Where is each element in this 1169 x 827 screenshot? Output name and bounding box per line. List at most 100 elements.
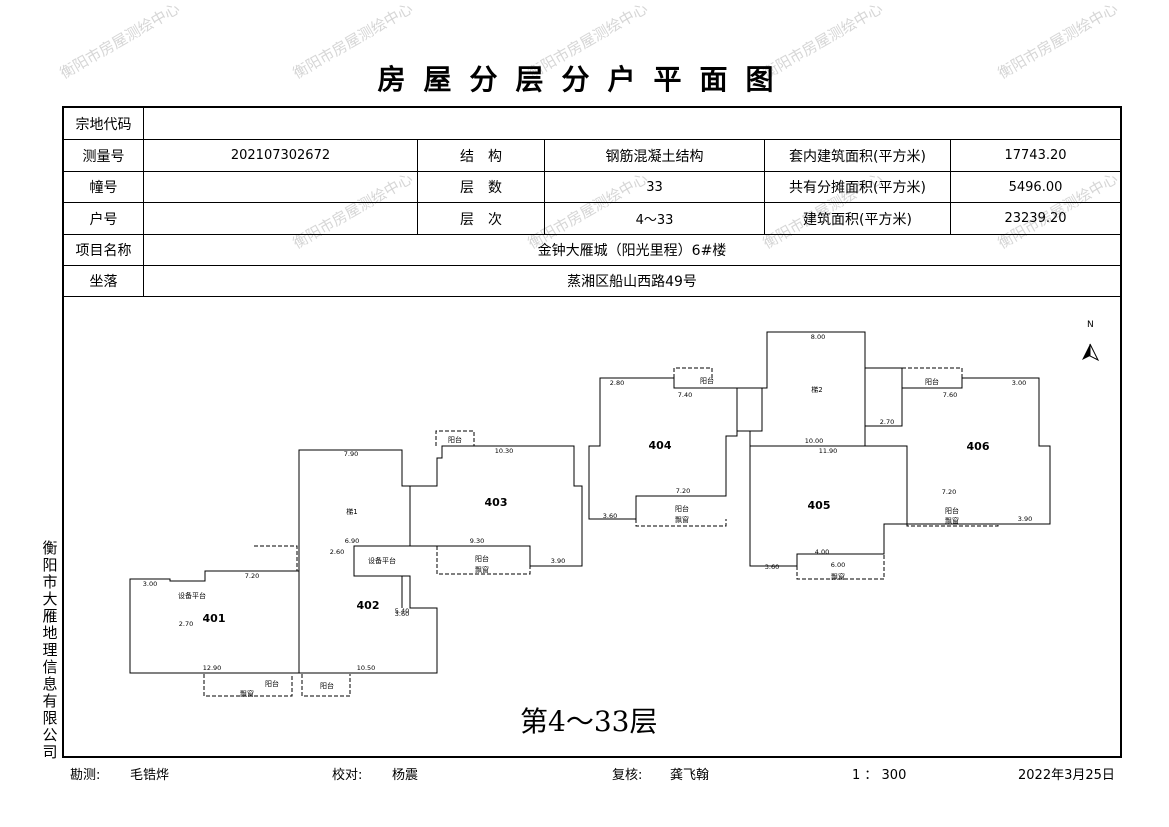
jianzhu-label: 建筑面积(平方米) xyxy=(803,211,912,228)
balcony-label: 阳台 xyxy=(448,435,462,444)
balcony-label: 阳台 xyxy=(945,506,959,515)
svg-text:N: N xyxy=(1087,320,1094,330)
taonei-label: 套内建筑面积(平方米) xyxy=(789,148,926,165)
svg-text:9.30: 9.30 xyxy=(470,537,484,545)
balcony-dashed xyxy=(902,367,963,388)
svg-text:7.40: 7.40 xyxy=(678,391,692,399)
stair-label: 梯2 xyxy=(811,385,822,394)
fuhe-name: 龚飞翰 xyxy=(670,768,710,783)
svg-text:3.00: 3.00 xyxy=(143,580,157,588)
col-divider xyxy=(950,139,951,234)
svg-text:2.80: 2.80 xyxy=(610,379,624,387)
jiegou-value: 钢筋混凝土结构 xyxy=(605,148,704,165)
svg-text:4.00: 4.00 xyxy=(815,548,829,556)
jiaodui-name: 杨震 xyxy=(392,768,419,783)
row-divider xyxy=(64,234,1120,235)
hu-value xyxy=(144,203,417,234)
row-divider xyxy=(64,202,1120,203)
svg-text:8.00: 8.00 xyxy=(811,333,825,341)
col-divider xyxy=(764,139,765,234)
svg-text:3.90: 3.90 xyxy=(1018,515,1032,523)
stair-label: 梯1 xyxy=(346,507,357,516)
window-dashed xyxy=(906,524,999,527)
col-divider xyxy=(143,108,144,296)
unit-label: 402 xyxy=(357,599,380,612)
unit-406-outline xyxy=(902,377,1051,525)
svg-text:7.60: 7.60 xyxy=(943,391,957,399)
unit-402-outline xyxy=(298,449,438,674)
gongyou-value: 5496.00 xyxy=(1008,179,1063,195)
page-title: 房屋分层分户平面图 xyxy=(377,63,792,96)
cenci-value: 4～33 xyxy=(635,213,674,228)
svg-text:3.60: 3.60 xyxy=(603,512,617,520)
unit-label: 405 xyxy=(808,499,831,512)
svg-text:10.50: 10.50 xyxy=(357,664,376,672)
unit-label: 404 xyxy=(649,439,672,452)
balcony-label: 阳台 xyxy=(475,554,489,563)
unit-404-outline xyxy=(588,377,738,520)
col-divider xyxy=(544,139,545,234)
balcony-dashed xyxy=(254,545,298,571)
svg-text:3.60: 3.60 xyxy=(765,563,779,571)
row-divider xyxy=(64,296,1120,297)
unit-label: 401 xyxy=(203,612,226,625)
kance-name: 毛锆烨 xyxy=(130,768,170,783)
svg-text:5.40: 5.40 xyxy=(395,607,409,615)
svg-text:11.90: 11.90 xyxy=(819,447,838,455)
jianzhu-value: 23239.20 xyxy=(1004,211,1067,226)
celiang-label: 测量号 xyxy=(82,148,125,165)
window-label: 飘窗 xyxy=(475,565,489,574)
svg-text:6.00: 6.00 xyxy=(831,561,845,569)
window-dashed xyxy=(796,554,885,580)
window-label: 飘窗 xyxy=(240,689,254,698)
stair-2-outline xyxy=(737,331,903,447)
censhu-label: 层 数 xyxy=(460,180,502,196)
window-label: 飘窗 xyxy=(675,515,689,524)
svg-text:2.70: 2.70 xyxy=(179,620,193,628)
cenci-label: 层 次 xyxy=(460,211,502,228)
balcony-label: 阳台 xyxy=(675,504,689,513)
balcony-label: 阳台 xyxy=(265,679,279,688)
balcony-label: 阳台 xyxy=(925,377,939,386)
company-name: 衡阳市大雁地理信息有限公司 xyxy=(42,539,58,761)
row-divider xyxy=(64,171,1120,172)
hu-label: 户号 xyxy=(89,211,118,228)
zongdi-label: 宗地代码 xyxy=(75,116,132,133)
svg-text:7.20: 7.20 xyxy=(245,572,259,580)
unit-label: 406 xyxy=(967,440,990,453)
balcony-dashed xyxy=(435,430,475,446)
svg-text:10.30: 10.30 xyxy=(495,447,514,455)
censhu-value: 33 xyxy=(646,179,663,195)
jiegou-label: 结 构 xyxy=(460,148,502,165)
platform-label: 设备平台 xyxy=(368,556,396,565)
fuhe-label: 复核: xyxy=(612,768,643,783)
svg-text:7.90: 7.90 xyxy=(344,450,358,458)
zongdi-value xyxy=(144,108,1120,139)
project-label: 项目名称 xyxy=(75,243,132,259)
date: 2022年3月25日 xyxy=(1018,768,1115,783)
svg-text:6.90: 6.90 xyxy=(345,537,359,545)
balcony-label: 阳台 xyxy=(320,681,334,690)
project-value: 金钟大雁城（阳光里程）6#楼 xyxy=(537,243,727,259)
north-arrow-icon: N xyxy=(1082,320,1100,362)
scale: 1 ： 300 xyxy=(852,768,907,783)
svg-text:7.20: 7.20 xyxy=(942,488,956,496)
window-dashed xyxy=(436,546,531,575)
balcony-label: 阳台 xyxy=(700,376,714,385)
svg-text:2.60: 2.60 xyxy=(330,548,344,556)
window-dashed xyxy=(635,519,727,527)
celiang-value: 202107302672 xyxy=(230,148,331,163)
svg-text:3.60: 3.60 xyxy=(395,610,409,618)
unit-401-outline xyxy=(129,570,300,674)
platform-label: 设备平台 xyxy=(178,591,206,600)
row-divider xyxy=(64,139,1120,140)
form-frame: 宗地代码 测量号 202107302672 结 构 钢筋混凝土结构 套内建筑面积… xyxy=(62,106,1122,758)
kance-label: 勘测: xyxy=(70,768,101,783)
floor-plan: 401 402 403 404 405 406 梯1 梯2 设备平台 设备平台 … xyxy=(129,320,1100,698)
col-divider xyxy=(417,139,418,234)
svg-text:7.20: 7.20 xyxy=(676,487,690,495)
jiaodui-label: 校对: xyxy=(332,768,363,783)
window-label: 飘窗 xyxy=(831,572,845,581)
taonei-value: 17743.20 xyxy=(1004,148,1067,163)
svg-text:3.00: 3.00 xyxy=(1012,379,1026,387)
